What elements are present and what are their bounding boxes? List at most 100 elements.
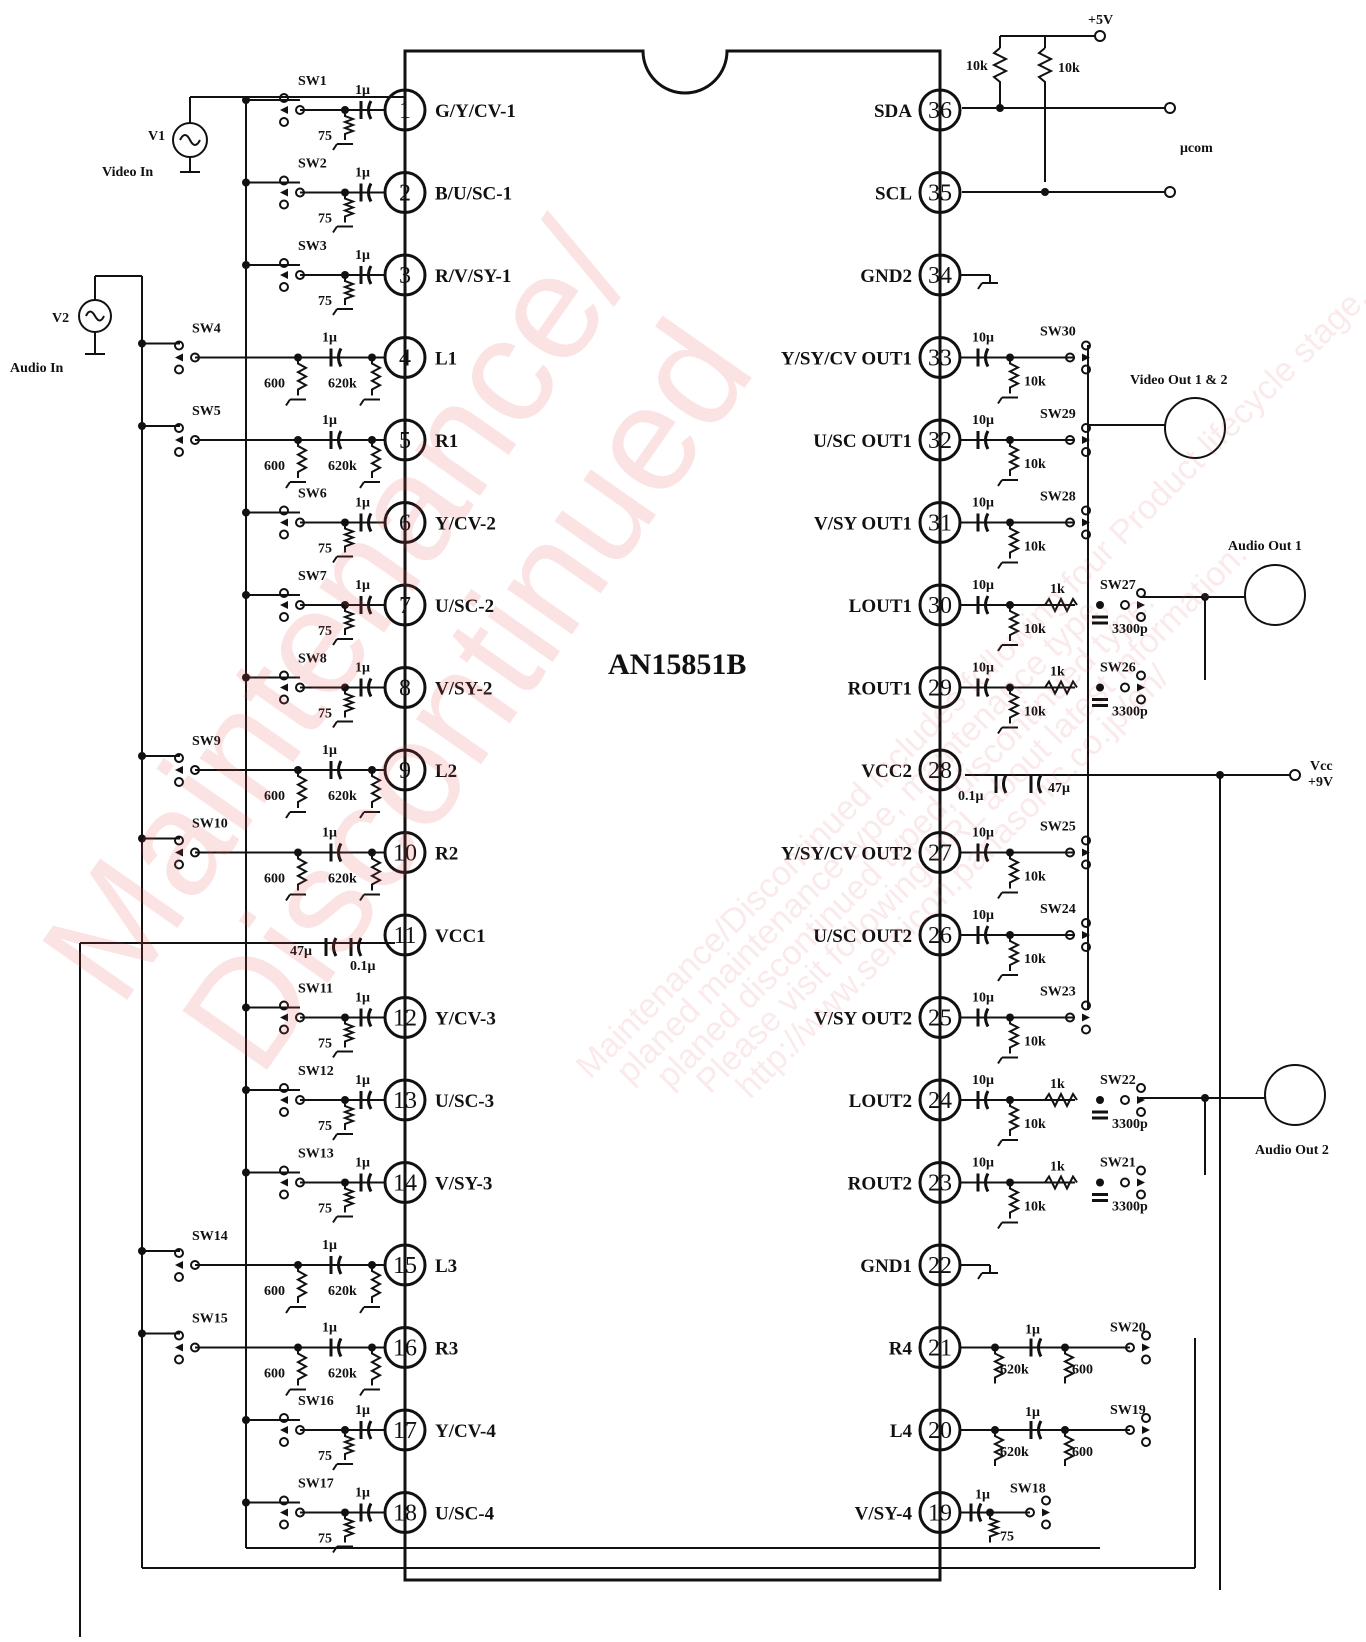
- svg-text:Audio Out 1: Audio Out 1: [1228, 539, 1302, 554]
- resistor-value: 75: [318, 1202, 332, 1217]
- switch-contact-b: [1081, 364, 1091, 375]
- capacitor-plate: [1037, 1420, 1043, 1440]
- resistor-value: 75: [318, 294, 332, 309]
- capacitor-plate: [367, 1502, 373, 1523]
- capacitor-plate: [367, 1172, 373, 1193]
- switch-arrow: [280, 518, 288, 527]
- switch-label: SW14: [192, 1229, 228, 1244]
- resistor-75: [987, 1512, 1001, 1543]
- cap-value: 10μ: [972, 578, 994, 593]
- resistor-75: [342, 1430, 356, 1460]
- switch: [1120, 1095, 1130, 1105]
- pin-label: U/SC-3: [435, 1091, 494, 1112]
- switch-contact-a: [279, 1000, 289, 1011]
- switch-arrow: [175, 1261, 183, 1269]
- pin-number: 2: [399, 181, 411, 207]
- resistor-75: [342, 522, 356, 553]
- cap-value: 3300p: [1112, 622, 1148, 637]
- cap-value: 10μ: [972, 1156, 994, 1171]
- ground-hatch: [332, 143, 338, 151]
- resistor-value: 600: [264, 789, 285, 804]
- ground-hatch: [332, 308, 338, 316]
- resistor-620k: [992, 1430, 1006, 1466]
- pin-number: 15: [393, 1253, 417, 1279]
- switch-label: SW16: [298, 1394, 334, 1409]
- resistor-value: 600: [1072, 1363, 1093, 1378]
- pin-label: Y/SY/CV OUT2: [781, 844, 912, 865]
- cap-value: 10μ: [972, 908, 994, 923]
- pin-label: VCC1: [435, 926, 486, 947]
- pin-number: 1: [399, 98, 411, 124]
- switch-arrow: [1082, 436, 1090, 444]
- switch: [1065, 352, 1075, 363]
- switch-contact-a: [1136, 1165, 1146, 1176]
- ground-hatch: [359, 481, 365, 489]
- switch: [295, 105, 305, 115]
- capacitor-plate: [1002, 774, 1008, 794]
- pin-label: R3: [435, 1339, 458, 1360]
- switch-arrow: [175, 848, 183, 857]
- capacitor-plate: [977, 1502, 983, 1523]
- switch-label: SW11: [298, 982, 333, 997]
- capacitor-plate: [337, 1337, 343, 1358]
- switch-label: SW18: [1010, 1482, 1046, 1497]
- switch-contact-a: [1081, 423, 1091, 433]
- switch-arrow: [175, 766, 183, 774]
- resistor-value: 10k: [1024, 952, 1046, 967]
- cap-value: 1μ: [322, 826, 337, 841]
- pin-number: 21: [928, 1336, 952, 1362]
- switch-arrow: [280, 1178, 288, 1187]
- pin-circle: [918, 88, 962, 132]
- capacitor-plate: [367, 512, 373, 533]
- pin-label: V/SY OUT2: [814, 1009, 912, 1030]
- pin-number: 31: [928, 511, 952, 537]
- switch-contact-a: [1041, 1495, 1051, 1506]
- capacitor-plate: [367, 1007, 373, 1028]
- cap-value: 10μ: [972, 413, 994, 428]
- switch-label: SW27: [1100, 578, 1136, 593]
- resistor-value: 600: [264, 1284, 285, 1299]
- resistor-620k: [992, 1347, 1006, 1384]
- cap-value: 1μ: [355, 991, 370, 1006]
- cap-value: 1μ: [322, 1321, 337, 1336]
- pin-label: SCL: [875, 184, 912, 205]
- switch-arrow: [175, 353, 183, 362]
- switch-label: SW6: [298, 487, 327, 502]
- switch-label: SW24: [1040, 902, 1076, 917]
- resistor-value: 1k: [1050, 665, 1065, 680]
- cap-value: 1μ: [355, 166, 370, 181]
- switch-contact-b: [174, 1272, 184, 1282]
- capacitor-plate: [357, 937, 363, 957]
- ground-hatch: [997, 1221, 1003, 1230]
- pin-number: 26: [928, 923, 952, 949]
- switch-arrow: [280, 106, 288, 114]
- switch-label: SW9: [192, 734, 221, 749]
- capacitor-plate: [332, 937, 338, 957]
- switch-contact-b: [174, 364, 184, 375]
- svg-text:μcom: μcom: [1180, 141, 1213, 156]
- ground-hatch: [285, 811, 291, 819]
- resistor-value: 620k: [328, 377, 357, 392]
- svg-text:Video Out 1 & 2: Video Out 1 & 2: [1130, 373, 1227, 388]
- switch-label: SW13: [298, 1147, 334, 1162]
- pin-number: 20: [928, 1418, 952, 1444]
- switch-contact-b: [1041, 1519, 1051, 1530]
- resistor-value: 1k: [1050, 1160, 1065, 1175]
- switch-contact-b: [1081, 859, 1091, 870]
- switch-contact-a: [279, 258, 289, 268]
- cap-value: 3300p: [1112, 1200, 1148, 1215]
- resistor-10k: [1007, 1100, 1021, 1136]
- cap-value: 3300p: [1112, 1117, 1148, 1132]
- switch-arrow: [1082, 848, 1090, 857]
- resistor-600: [1062, 1347, 1076, 1384]
- pin-number: 5: [399, 428, 411, 454]
- switch-contact-b: [279, 199, 289, 210]
